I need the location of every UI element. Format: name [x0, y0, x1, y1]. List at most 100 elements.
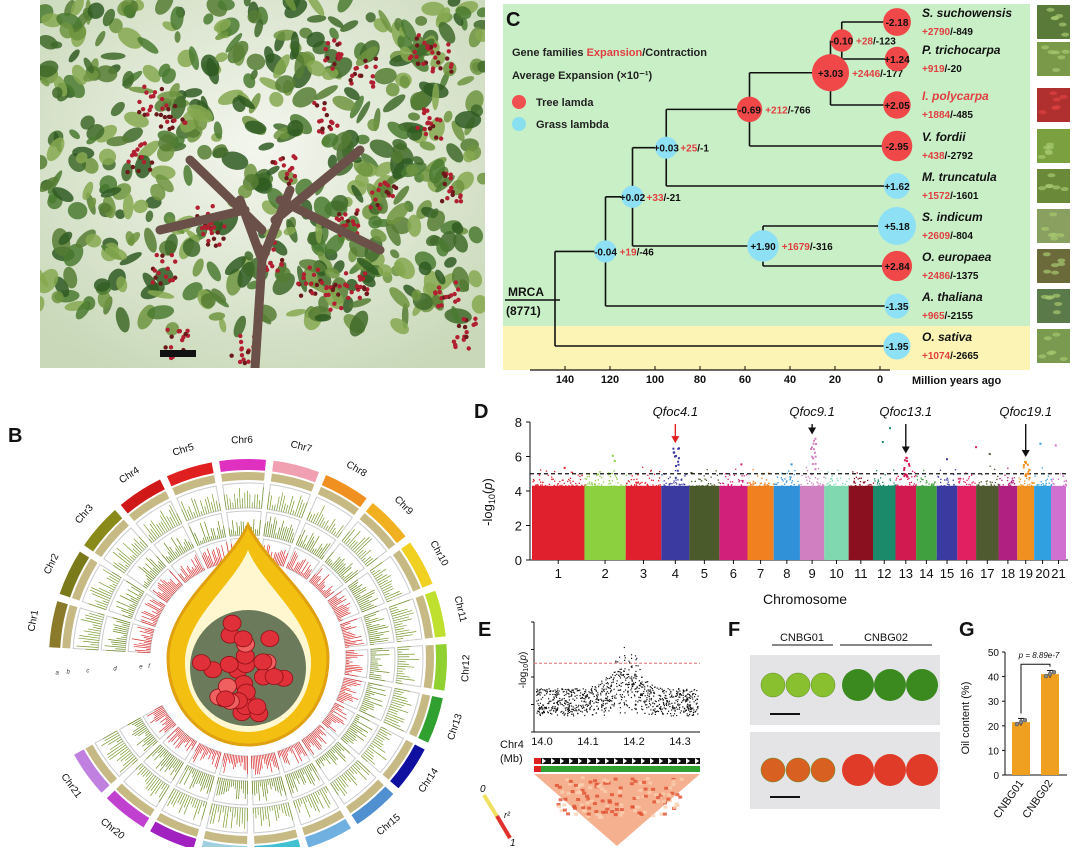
peak-label: Qfoc9.1	[789, 404, 835, 419]
chromosome-label: Chr3	[73, 502, 96, 526]
fruit-label-1: CNBG01	[780, 632, 824, 644]
legend-subtitle: Average Expansion (×10⁻¹)	[512, 70, 653, 82]
axis-tick: 80	[694, 374, 706, 386]
chromosome-band	[689, 486, 719, 560]
chromosome-tick-label: 16	[959, 566, 973, 581]
species-name: O. sativa	[922, 330, 972, 344]
chromosome-label: Chr10	[427, 539, 450, 569]
panel-label-b: B	[8, 425, 22, 447]
chromosome-tick-label: 19	[1018, 566, 1032, 581]
species-name: I. polycarpa	[922, 89, 989, 103]
oil-ylabel: Oil content (%)	[960, 682, 972, 755]
chromosome-label: Chr4	[117, 465, 142, 486]
chromosome-tick-label: 13	[899, 566, 913, 581]
chromosome-band	[661, 486, 689, 560]
chromosome-tick-label: 21	[1051, 566, 1065, 581]
chromosome-tick-label: 9	[808, 566, 815, 581]
node-avg: +0.02	[620, 193, 646, 204]
regional-unit-label: (Mb)	[500, 753, 523, 765]
axis-tick: 120	[601, 374, 619, 386]
node-avg: -0.10	[830, 37, 853, 48]
fruit	[906, 669, 938, 701]
chromosome-tick-label: 12	[877, 566, 891, 581]
tree-photo	[40, 0, 485, 368]
node-avg: +3.03	[818, 69, 844, 80]
chromosome-tick-label: 5	[701, 566, 708, 581]
chromosome-tick-label: 6	[730, 566, 737, 581]
regional-chr-label: Chr4	[500, 739, 524, 751]
oil-y-tick: 20	[988, 722, 1000, 733]
axis-tick: 20	[829, 374, 841, 386]
regional-x-tick: 14.2	[623, 736, 644, 748]
chromosome-tick-label: 8	[783, 566, 790, 581]
oil-y-tick: 50	[988, 648, 1000, 659]
fruit-label-2: CNBG02	[864, 632, 908, 644]
panel-label-e: E	[478, 619, 491, 641]
fruit	[786, 673, 810, 697]
chromosome-band	[849, 486, 873, 560]
node-counts: +212/-766	[765, 105, 811, 116]
fruit	[874, 669, 906, 701]
chromosome-tick-label: 17	[980, 566, 994, 581]
ld-legend-1: 1	[510, 838, 516, 847]
species-counts: +1074/-2665	[922, 351, 979, 362]
legend-grass: Grass lambda	[536, 119, 610, 131]
node-avg: +0.03	[654, 144, 680, 155]
species-counts: +1572/-1601	[922, 191, 979, 202]
legend-tree: Tree lamda	[536, 97, 594, 109]
y-tick-label: 2	[515, 519, 522, 534]
chromosome-band	[774, 486, 800, 560]
chromosome-band	[584, 486, 625, 560]
peak-label: Qfoc4.1	[653, 404, 699, 419]
oil-y-tick: 0	[993, 771, 999, 782]
chromosome-label: Chr9	[392, 494, 415, 517]
p-value: p = 8.89e-7	[1018, 651, 1060, 660]
chromosome-band	[873, 486, 895, 560]
chromosome-label: Chr12	[460, 654, 470, 682]
chromosome-band	[747, 486, 773, 560]
chromosome-band	[1017, 486, 1034, 560]
oil-bar	[1012, 722, 1030, 775]
track-label: d	[113, 666, 117, 672]
species-name: S. indicum	[922, 210, 983, 224]
chromosome-label: Chr13	[446, 712, 465, 742]
track-label: a	[55, 670, 59, 676]
peak-label: Qfoc19.1	[999, 404, 1052, 419]
fruit	[786, 758, 810, 782]
species-name: S. suchowensis	[922, 6, 1012, 20]
node-avg: +1.90	[750, 242, 776, 253]
oil-content-chart: G Oil content (%) 01020304050CNBG01CNBG0…	[955, 610, 1080, 847]
chromosome-ideogram	[219, 459, 266, 472]
chromosome-band	[957, 486, 976, 560]
regional-x-tick: 14.3	[669, 736, 690, 748]
chromosome-tick-label: 3	[640, 566, 647, 581]
panel-label-g: G	[959, 619, 975, 641]
regional-ylabel: -log10(p)	[518, 652, 530, 689]
chromosome-label: Chr1	[26, 609, 41, 633]
chromosome-tick-label: 18	[1001, 566, 1015, 581]
fruit	[842, 754, 874, 786]
axis-label: Million years ago	[912, 375, 1002, 387]
chromosome-band	[626, 486, 662, 560]
track-label: b	[66, 670, 70, 676]
oil-y-tick: 10	[988, 746, 1000, 757]
fruit	[761, 673, 785, 697]
root-count: (8771)	[506, 304, 541, 318]
chromosome-tick-label: 11	[854, 566, 868, 581]
species-avg: -2.18	[886, 18, 909, 29]
chromosome-tick-label: 20	[1035, 566, 1049, 581]
species-avg: +1.62	[884, 182, 910, 193]
panel-label-f: F	[728, 619, 740, 641]
axis-tick: 60	[739, 374, 751, 386]
chromosome-label: Chr15	[375, 812, 403, 838]
node-counts: +28/-123	[856, 37, 896, 48]
chromosome-ideogram	[433, 644, 447, 691]
species-avg: +2.05	[884, 101, 910, 112]
species-photo	[1037, 289, 1070, 323]
chromosome-tick-label: 14	[919, 566, 933, 581]
species-name: V. fordii	[922, 130, 966, 144]
oil-bar	[1041, 674, 1059, 775]
node-counts: +1679/-316	[782, 242, 833, 253]
